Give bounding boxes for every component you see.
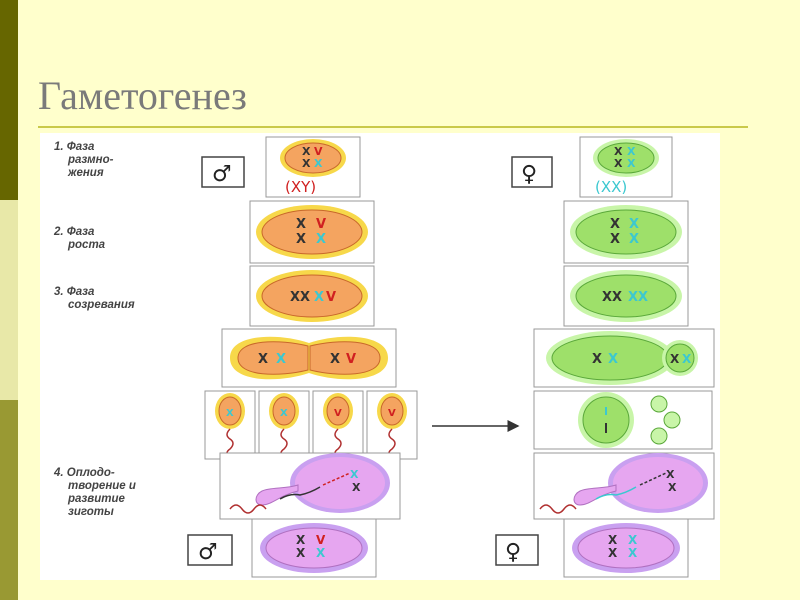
male-symbol-box-bottom: ♂ (187, 534, 233, 566)
svg-text:X: X (614, 157, 623, 170)
stage-3-line-2: созревания (68, 299, 135, 311)
decor-stripe-bottom (0, 400, 18, 600)
male-symbol-box-top: ♂ (201, 156, 245, 188)
female-growth-panel: X X X X (563, 200, 689, 264)
stage-3-line-1: 3. Фаза (54, 286, 95, 298)
svg-text:X: X (226, 408, 234, 419)
male-spermatogonium-panel: X X V X (XY) (265, 136, 361, 198)
svg-text:X: X (314, 290, 324, 305)
stage-label-2: 2. Фаза роста (53, 226, 106, 251)
svg-text:V: V (316, 217, 326, 232)
female-symbol-box-bottom: ♀ (495, 534, 539, 566)
svg-text:V: V (326, 290, 336, 305)
female-karyotype-label: (XX) (595, 178, 627, 196)
svg-text:X: X (330, 352, 340, 367)
decor-stripe-middle (0, 200, 18, 400)
svg-text:X: X (592, 352, 602, 367)
svg-text:X: X (302, 145, 311, 158)
female-oogonium-panel: X X X X (XX) (579, 136, 673, 198)
svg-text:X: X (350, 468, 359, 481)
stage-label-4: 4. Оплодо- творение и развитие зиготы (53, 467, 136, 518)
svg-text:X: X (610, 232, 620, 247)
female-symbol-icon-bottom: ♀ (505, 540, 521, 565)
female-ovum-panel (533, 390, 713, 450)
svg-text:X: X (628, 546, 638, 560)
svg-text:X: X (628, 533, 638, 547)
svg-text:X: X (280, 408, 288, 419)
stage-1-line-1: 1. Фаза (54, 141, 95, 153)
svg-text:V: V (334, 408, 342, 419)
svg-text:X: X (627, 157, 636, 170)
male-symbol-icon-bottom: ♂ (198, 540, 218, 565)
stage-label-1: 1. Фаза размно- жения (54, 141, 114, 179)
svg-text:X: X (608, 352, 618, 367)
female-symbol-icon: ♀ (521, 162, 537, 187)
svg-text:XX: XX (602, 290, 622, 305)
stage-1-line-3: жения (67, 167, 104, 179)
svg-text:X: X (276, 352, 286, 367)
svg-text:X: X (668, 481, 677, 494)
male-zygote-panel: X X V X (251, 518, 377, 578)
male-symbol-icon: ♂ (212, 162, 232, 187)
stage-2-line-2: роста (67, 239, 106, 251)
svg-text:X: X (610, 217, 620, 232)
stage-2-line-1: 2. Фаза (53, 226, 95, 238)
svg-text:XX: XX (628, 290, 648, 305)
svg-text:X: X (352, 481, 361, 494)
title-underline (38, 126, 748, 128)
gametogenesis-diagram: 1. Фаза размно- жения 2. Фаза роста 3. Ф… (40, 133, 720, 580)
svg-text:V: V (346, 352, 356, 367)
svg-text:X: X (627, 145, 636, 158)
female-symbol-box-top: ♀ (511, 156, 553, 188)
svg-text:V: V (316, 533, 326, 547)
stage-label-3: 3. Фаза созревания (54, 286, 135, 311)
svg-text:X: X (314, 157, 323, 170)
slide-title: Гаметогенез (38, 73, 247, 118)
female-zygote-panel: X X X X (563, 518, 689, 578)
male-growth-panel: X X V X (249, 200, 375, 264)
svg-text:X: X (666, 468, 675, 481)
stage-4-line-1: 4. Оплодо- (53, 467, 115, 479)
stage-4-line-2: творение и (68, 480, 136, 492)
svg-text:X: X (629, 217, 639, 232)
svg-text:X: X (316, 546, 326, 560)
svg-text:X: X (608, 546, 618, 560)
stage-1-line-2: размно- (67, 154, 114, 166)
svg-text:X: X (258, 352, 268, 367)
male-fertilization-panel: X X (219, 452, 401, 520)
svg-text:X: X (302, 157, 311, 170)
female-maturation-panel: XX XX (563, 265, 689, 327)
svg-text:X: X (296, 217, 306, 232)
svg-text:X: X (316, 232, 326, 247)
svg-text:X: X (614, 145, 623, 158)
svg-text:X: X (682, 352, 692, 366)
female-meiosis-one-panel: X X X X (533, 328, 715, 388)
svg-text:X: X (629, 232, 639, 247)
svg-text:XX: XX (290, 290, 310, 305)
stage-4-line-3: развитие (67, 493, 126, 505)
male-maturation-panel: XX X V (249, 265, 375, 327)
svg-text:X: X (296, 533, 306, 547)
svg-text:X: X (296, 546, 306, 560)
male-spermatids-panel: X X V V (204, 390, 418, 460)
male-karyotype-label: (XY) (285, 178, 316, 196)
stage-4-line-4: зиготы (68, 506, 114, 518)
svg-text:V: V (314, 145, 323, 158)
svg-text:X: X (608, 533, 618, 547)
female-fertilization-panel: X X (533, 452, 715, 520)
svg-text:X: X (670, 352, 680, 366)
male-meiosis-one-panel: X X X V (221, 328, 397, 388)
decor-stripe-top (0, 0, 18, 200)
svg-text:X: X (296, 232, 306, 247)
svg-text:V: V (388, 408, 396, 419)
